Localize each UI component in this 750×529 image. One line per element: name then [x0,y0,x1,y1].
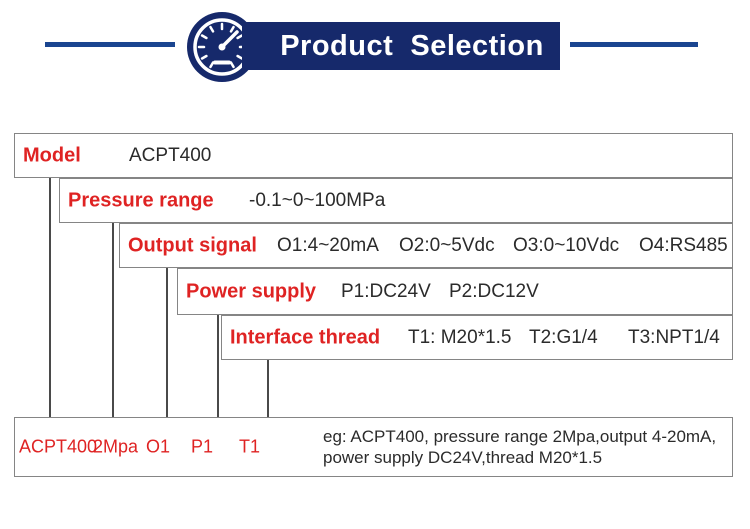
row-interface-thread-label: Interface thread [230,326,381,348]
row-interface-thread: Interface thread T1: M20*1.5 T2:G1/4 T3:… [221,315,733,360]
connector-interface-thread [267,360,269,417]
row-model: Model ACPT400 [14,133,733,178]
example-description-line1: eg: ACPT400, pressure range 2Mpa,output … [323,427,717,446]
code-output-signal: O1 [146,436,171,457]
code-pressure-range: 2Mpa [93,436,139,457]
row-output-signal-option-2: O2:0~5Vdc [399,234,495,256]
example-description-line2: power supply DC24V,thread M20*1.5 [323,448,603,467]
row-output-signal-option-4: O4:RS485 [639,234,728,256]
connector-power-supply [217,315,219,417]
row-output-signal-label: Output signal [128,234,257,256]
code-interface-thread: T1 [239,436,261,457]
row-power-supply: Power supply P1:DC24V P2:DC12V [177,268,733,315]
row-pressure-range-label: Pressure range [68,189,214,211]
code-power-supply: P1 [191,436,214,457]
connector-output-signal [166,268,168,417]
row-output-signal-option-1: O1:4~20mA [277,234,379,256]
row-output-signal: Output signal O1:4~20mA O2:0~5Vdc O3:0~1… [119,223,733,268]
code-model: ACPT400 [19,436,98,457]
header-left-rule [45,42,175,47]
row-model-label: Model [23,144,81,166]
page-title: Product Selection [280,29,544,62]
connector-pressure-range [112,223,114,417]
header-right-rule [570,42,698,47]
row-power-supply-label: Power supply [186,280,317,302]
row-interface-thread-option-2: T2:G1/4 [529,326,598,348]
header-banner: Product Selection [242,22,560,70]
example-description: eg: ACPT400, pressure range 2Mpa,output … [323,426,716,468]
row-pressure-range-value: -0.1~0~100MPa [249,189,386,211]
row-pressure-range: Pressure range -0.1~0~100MPa [59,178,733,223]
row-model-value: ACPT400 [129,144,212,166]
row-power-supply-option-1: P1:DC24V [341,280,431,302]
row-power-supply-option-2: P2:DC12V [449,280,539,302]
row-interface-thread-option-1: T1: M20*1.5 [408,326,512,348]
example-box: ACPT400 2Mpa O1 P1 T1 eg: ACPT400, press… [14,417,733,477]
row-interface-thread-option-3: T3:NPT1/4 [628,326,720,348]
connector-model [49,178,51,417]
row-output-signal-option-3: O3:0~10Vdc [513,234,620,256]
